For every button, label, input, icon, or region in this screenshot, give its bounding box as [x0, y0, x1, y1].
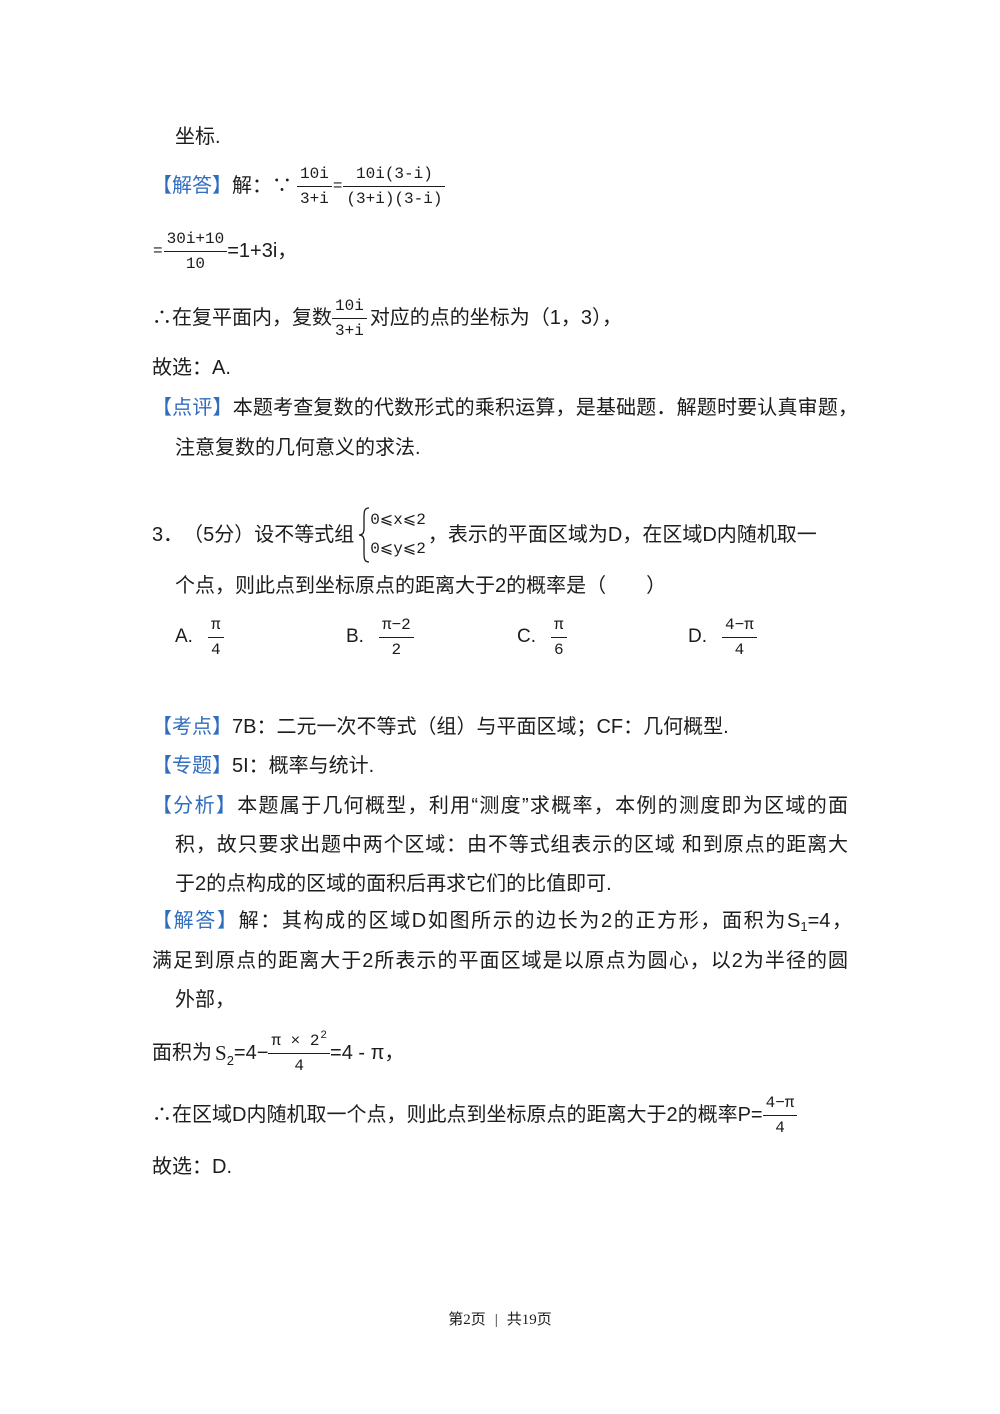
question-number: 3．	[152, 524, 184, 546]
area-lead: 面积为	[152, 1042, 212, 1064]
analysis-line-1: 【分析】本题属于几何概型，利用“测度”求概率，本例的测度即为区域的面	[152, 792, 848, 820]
fraction-denominator: 4	[207, 636, 224, 662]
inequality-row: 0⩽x⩽2	[370, 511, 426, 529]
fraction: 30i+10 10	[163, 227, 228, 276]
fraction: 10i 3+i	[332, 294, 367, 343]
solution-3-line-2: 满足到原点的距离大于2所表示的平面区域是以原点为圆心，以2为半径的圆	[152, 950, 848, 972]
fraction-numerator: 30i+10	[166, 229, 225, 248]
option-label: B.	[346, 626, 364, 647]
fraction-denominator: 4	[268, 1052, 331, 1078]
equals-sign: =	[332, 177, 343, 195]
solution-tag: 【解答】	[152, 175, 232, 197]
area-result: =4 - π，	[330, 1042, 405, 1064]
option-label: A.	[175, 626, 193, 647]
subscript: 1	[800, 919, 808, 934]
stem-tail: ，表示的平面区域为D，在区域D内随机取一	[427, 524, 817, 546]
answer-choice: 故选：D.	[152, 1156, 232, 1178]
fraction-denominator: 3+i	[297, 185, 332, 211]
knowledge-tag: 【考点】	[152, 716, 232, 738]
fraction-numerator: 4−π	[725, 615, 754, 634]
analysis-line-2: 积，故只要求出题中两个区域：由不等式组表示的区域 和到原点的距离大	[175, 834, 848, 856]
conclusion-tail: 对应的点的坐标为（1，3），	[369, 307, 623, 329]
answer-choice: 故选：A.	[152, 357, 231, 379]
fraction-denominator: (3+i)(3-i)	[343, 185, 446, 211]
option-label: D.	[688, 626, 707, 647]
inequality-row: 0⩽y⩽2	[370, 540, 426, 558]
option-c: C. π 6	[517, 613, 688, 662]
option-b: B. π−2 2	[346, 613, 517, 662]
footer-separator: |	[494, 1312, 498, 1328]
review-line-2: 注意复数的几何意义的求法.	[175, 437, 421, 459]
solution-text-tail: =4，	[807, 910, 853, 932]
superscript: 2	[320, 1029, 328, 1042]
topic-line: 【专题】5I：概率与统计.	[152, 752, 374, 780]
numerator-base: π × 2	[271, 1031, 320, 1050]
fraction-denominator: 10	[163, 250, 228, 276]
fraction: 10i(3-i) (3+i)(3-i)	[343, 162, 446, 211]
fraction: π−2 2	[378, 613, 414, 662]
fraction-numerator: 10i(3-i)	[356, 164, 433, 183]
conclusion-lead: ∴在复平面内，复数	[152, 307, 332, 329]
fraction-denominator: 4	[762, 1114, 798, 1140]
page-footer: 第2页 | 共19页	[0, 1309, 1000, 1331]
fraction: 4−π 4	[762, 1091, 798, 1140]
solution-3-line-3: 外部，	[175, 989, 235, 1011]
fraction-numerator: 10i	[335, 296, 364, 315]
solution-text: 解：其构成的区域D如图所示的边长为2的正方形，面积为S	[238, 910, 801, 932]
knowledge-text: 7B：二元一次不等式（组）与平面区域；CF：几何概型.	[232, 716, 729, 738]
question-score: （5分）	[183, 524, 255, 546]
inequality-system: 0⩽x⩽2 0⩽y⩽2	[370, 506, 426, 564]
equals-sign: =	[153, 242, 163, 260]
page-total: 共19页	[506, 1312, 552, 1328]
fraction-numerator: π−2	[381, 615, 411, 634]
option-d: D. 4−π 4	[688, 613, 859, 662]
page-number: 第2页	[448, 1312, 486, 1328]
topic-text: 5I：概率与统计.	[232, 755, 375, 777]
solution-result: =1+3i，	[227, 240, 298, 262]
probability-lead: ∴在区域D内随机取一个点，则此点到坐标原点的距离大于2的概率P=	[152, 1104, 763, 1126]
fraction-denominator: 3+i	[332, 317, 367, 343]
knowledge-line: 【考点】7B：二元一次不等式（组）与平面区域；CF：几何概型.	[152, 713, 729, 741]
analysis-text: 本题属于几何概型，利用“测度”求概率，本例的测度即为区域的面	[237, 795, 849, 817]
fraction: π 6	[551, 613, 567, 662]
review-line-1: 【点评】本题考查复数的代数形式的乘积运算，是基础题．解题时要认真审题，	[152, 394, 858, 422]
analysis-tag: 【分析】	[152, 795, 238, 817]
solution-tag: 【解答】	[152, 910, 239, 932]
question-3-stem-line-2: 个点，则此点到坐标原点的距离大于2的概率是（ ）	[175, 575, 667, 597]
area-equals: =4−	[233, 1042, 269, 1064]
fraction-denominator: 2	[378, 636, 414, 662]
stem-lead: 设不等式组	[254, 524, 355, 546]
fraction: 10i 3+i	[297, 162, 332, 211]
subscript: 2	[226, 1053, 234, 1068]
analysis-tail-line: 坐标.	[175, 126, 221, 148]
fraction: π × 22 4	[268, 1029, 331, 1078]
solution-3-line-1: 【解答】解：其构成的区域D如图所示的边长为2的正方形，面积为S1=4，	[152, 907, 852, 935]
fraction: π 4	[207, 613, 224, 662]
topic-tag: 【专题】	[152, 755, 232, 777]
left-brace-symbol	[359, 507, 370, 563]
solution-lead: 解：∵	[232, 175, 292, 197]
fraction-numerator: π	[554, 615, 564, 634]
option-a: A. π 4	[175, 613, 346, 662]
fraction-numerator: 4−π	[765, 1093, 795, 1112]
option-label: C.	[517, 626, 536, 647]
fraction-denominator: 6	[551, 636, 567, 662]
fraction: 4−π 4	[722, 613, 757, 662]
area-variable: S	[215, 1041, 227, 1065]
fraction-denominator: 4	[722, 636, 757, 662]
review-tag: 【点评】	[152, 397, 233, 419]
analysis-line-3: 于2的点构成的区域的面积后再求它们的比值即可.	[175, 873, 612, 895]
fraction-numerator: π	[210, 615, 221, 634]
fraction-numerator: π × 22	[268, 1029, 330, 1053]
review-text: 本题考查复数的代数形式的乘积运算，是基础题．解题时要认真审题，	[232, 397, 859, 419]
fraction-numerator: 10i	[300, 164, 329, 183]
